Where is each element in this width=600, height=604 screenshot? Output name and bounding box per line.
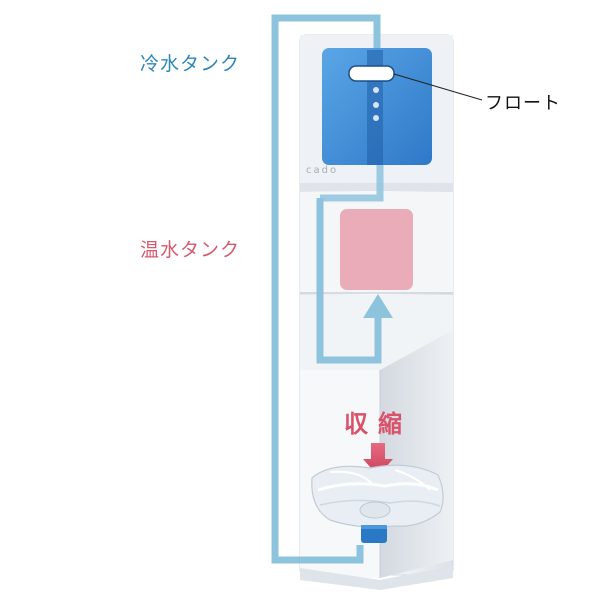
collapsed-water-bag: [311, 464, 444, 543]
brand-logo-text: cado: [306, 165, 339, 176]
warm-tank-label: 温水タンク: [140, 239, 241, 261]
warm-water-tank: [340, 209, 413, 290]
cold-tank-label: 冷水タンク: [140, 53, 241, 75]
shrink-arrow: [363, 443, 393, 476]
float-element: [348, 65, 395, 82]
float-label: フロート: [485, 93, 561, 114]
shrink-label: 収縮: [344, 410, 412, 438]
flow-path: [271, 14, 384, 564]
flow-up-arrow: [363, 294, 393, 318]
float-leader-line: [393, 73, 483, 101]
bottle-cap: [361, 525, 387, 543]
cold-water-tank: [322, 48, 432, 165]
